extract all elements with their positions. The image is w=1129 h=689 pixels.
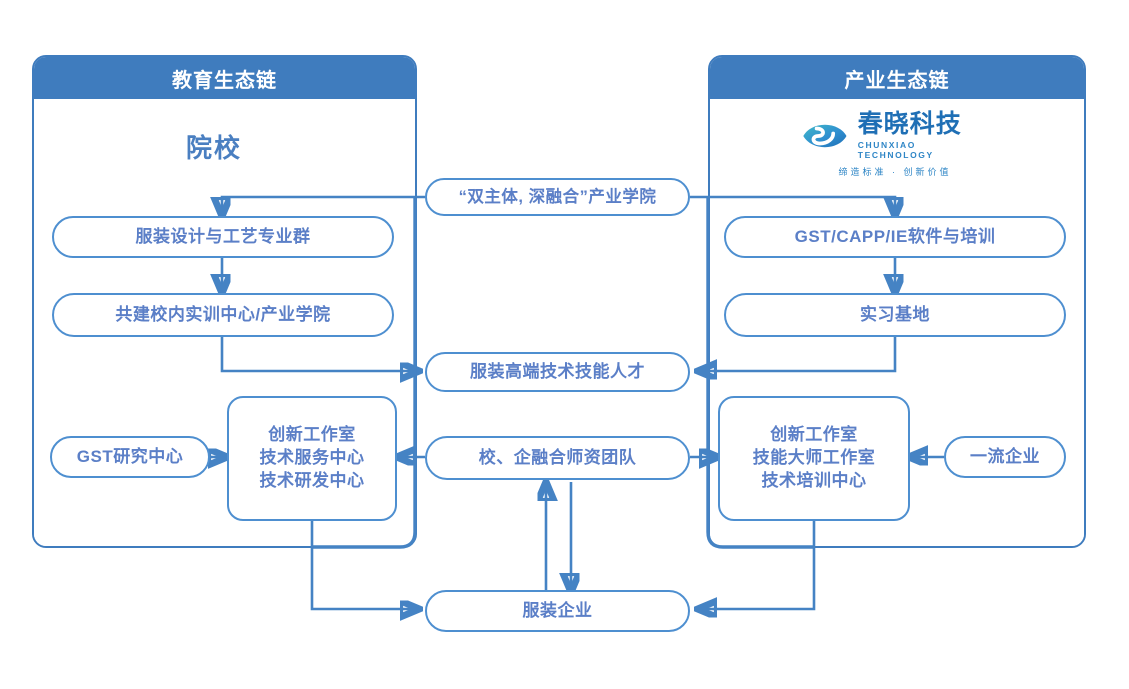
industry-chain-header: 产业生态链: [710, 57, 1084, 99]
studios-line-1: 创新工作室: [770, 425, 858, 445]
page-title-yuanxiao: 院校: [186, 133, 243, 163]
chunxiao-eye-logo-icon: [803, 124, 847, 148]
node-top-enterprise[interactable]: 一流企业: [944, 436, 1066, 478]
node-talent[interactable]: 服装高端技术技能人才: [425, 352, 690, 392]
node-major-group-label: 服装设计与工艺专业群: [135, 226, 311, 246]
centers-line-3: 技术研发中心: [259, 470, 365, 490]
node-education-centers[interactable]: 创新工作室 技术服务中心 技术研发中心: [227, 396, 397, 521]
studios-line-3: 技术培训中心: [761, 470, 867, 490]
node-talent-label: 服装高端技术技能人才: [470, 361, 645, 381]
node-apparel-enterprise[interactable]: 服装企业: [425, 590, 690, 632]
node-top-enterprise-label: 一流企业: [970, 446, 1040, 466]
education-chain-header: 教育生态链: [34, 57, 415, 99]
node-training-center[interactable]: 共建校内实训中心/产业学院: [52, 293, 394, 337]
node-gst-research-center-label: GST研究中心: [76, 446, 184, 466]
node-faculty-team[interactable]: 校、企融合师资团队: [425, 436, 690, 480]
node-internship-base-label: 实习基地: [860, 304, 930, 324]
node-training-center-label: 共建校内实训中心/产业学院: [115, 304, 331, 324]
node-faculty-team-label: 校、企融合师资团队: [478, 447, 637, 467]
centers-line-1: 创新工作室: [268, 425, 356, 445]
node-industry-studios[interactable]: 创新工作室 技能大师工作室 技术培训中心: [718, 396, 910, 521]
node-industry-college[interactable]: “双主体, 深融合”产业学院: [425, 178, 690, 216]
node-education-centers-label: 创新工作室 技术服务中心 技术研发中心: [260, 424, 365, 493]
studios-line-2: 技能大师工作室: [752, 448, 876, 468]
logo-slogan: 缔造标准 · 创新价值: [838, 167, 952, 177]
node-internship-base[interactable]: 实习基地: [724, 293, 1066, 337]
logo-name-cn: 春晓科技: [857, 110, 962, 138]
centers-line-2: 技术服务中心: [259, 448, 365, 468]
node-industry-studios-label: 创新工作室 技能大师工作室 技术培训中心: [753, 424, 876, 493]
node-apparel-enterprise-label: 服装企业: [522, 600, 593, 620]
chunxiao-logo: 春晓科技 CHUNXIAO TECHNOLOGY 缔造标准 · 创新价值: [800, 112, 990, 178]
node-industry-college-label: “双主体, 深融合”产业学院: [458, 187, 657, 206]
node-gst-research-center[interactable]: GST研究中心: [50, 436, 210, 478]
node-software-training[interactable]: GST/CAPP/IE软件与培训: [724, 216, 1066, 258]
logo-name-en: CHUNXIAO TECHNOLOGY: [857, 140, 934, 160]
node-major-group[interactable]: 服装设计与工艺专业群: [52, 216, 394, 258]
node-software-training-label: GST/CAPP/IE软件与培训: [794, 226, 996, 246]
